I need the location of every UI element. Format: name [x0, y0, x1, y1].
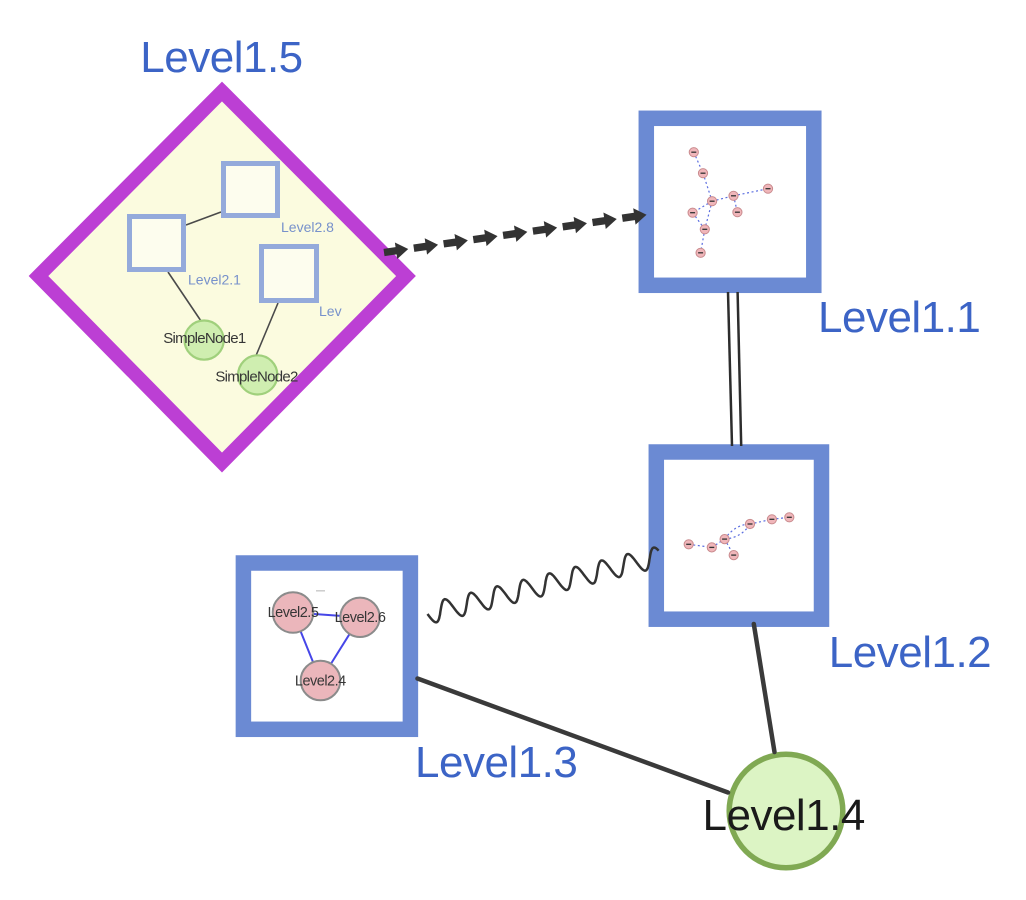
svg-text:Level2.1: Level2.1: [188, 272, 241, 288]
svg-text:Level1.4: Level1.4: [703, 791, 865, 840]
svg-text:Level2.4: Level2.4: [295, 674, 346, 690]
svg-text:Lev: Lev: [319, 303, 342, 319]
svg-text:SimpleNode1: SimpleNode1: [163, 330, 246, 347]
svg-text:Level2.6: Level2.6: [335, 610, 386, 626]
svg-text:Level2.5: Level2.5: [268, 605, 319, 621]
svg-text:Level1.1: Level1.1: [818, 293, 980, 342]
svg-text:Level1.2: Level1.2: [829, 628, 991, 677]
svg-text:Level1.5: Level1.5: [140, 33, 302, 82]
svg-text:Level2.8: Level2.8: [281, 219, 334, 235]
svg-text:SimpleNode2: SimpleNode2: [215, 369, 298, 386]
svg-text:Level1.3: Level1.3: [415, 738, 577, 787]
